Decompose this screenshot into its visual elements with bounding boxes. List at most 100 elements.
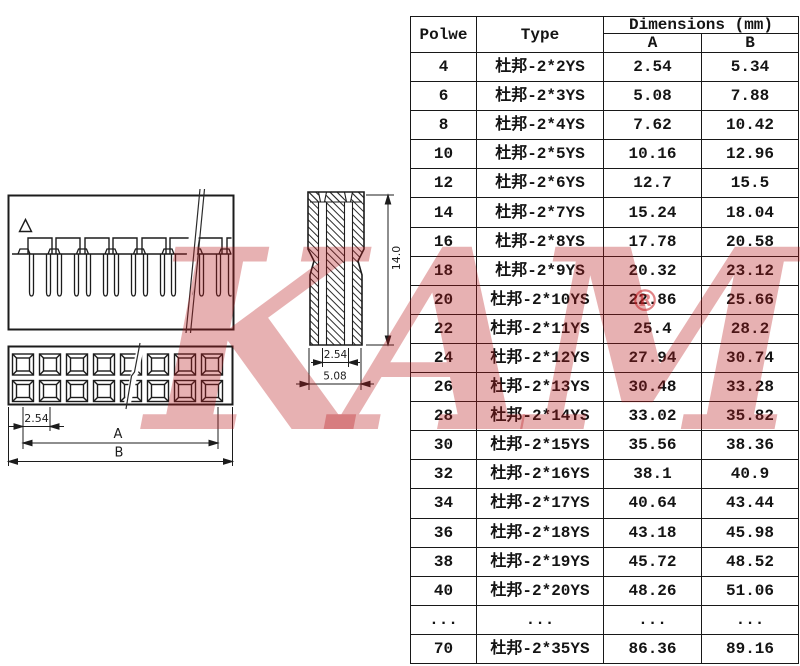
dim-section-width-label: 5.08 [323,371,346,383]
cell-dim-b: 7.88 [701,81,799,112]
cell-pole: 40 [410,575,477,606]
table-row: 36 杜邦-2*18YS 43.18 45.98 [410,517,799,548]
cell-dim-b: 38.36 [701,430,799,461]
table-row: 16 杜邦-2*8YS 17.78 20.58 [410,226,799,257]
cell-pole: 14 [410,197,477,228]
cell-dim-a: 35.56 [603,430,702,461]
cell-dim-a: 40.64 [603,488,702,519]
cell-dim-b: 20.58 [701,226,799,257]
cell-dim-b: 48.52 [701,546,799,577]
cell-dim-a: 48.26 [603,575,702,606]
cell-pole: 38 [410,546,477,577]
cell-dim-a: 33.02 [603,401,702,432]
table-row: 6 杜邦-2*3YS 5.08 7.88 [410,81,799,112]
cell-pole: 36 [410,517,477,548]
dimension-b: B [6,407,235,466]
cell-type: 杜邦-2*18YS [476,517,604,548]
pitch-label: 2.54 [24,412,49,425]
cell-dim-a: 45.72 [603,546,702,577]
cell-dim-b: 25.66 [701,284,799,315]
cell-type: 杜邦-2*12YS [476,342,604,374]
table-row: 12 杜邦-2*6YS 12.7 15.5 [410,168,799,199]
cell-type: 杜邦-2*16YS [476,459,604,490]
cell-dim-a: 17.78 [603,226,702,257]
dim-section-pitch-label: 2.54 [324,349,348,361]
header-dimensions: Dimensions (mm) [603,16,799,34]
cell-type: 杜邦-2*13YS [476,372,604,403]
cell-dim-a: 2.54 [603,51,702,83]
table-row: 4 杜邦-2*2YS 2.54 5.34 [410,51,799,83]
cell-dim-a: 38.1 [603,459,702,490]
dim-height-label: 14.0 [390,246,403,271]
cell-type: 杜邦-2*5YS [476,139,604,170]
table-row: 40 杜邦-2*20YS 48.26 51.06 [410,575,799,606]
cell-type: ... [476,604,604,635]
table-row: 20 杜邦-2*10YS 22.86 25.66 [410,284,799,315]
header-type: Type [476,16,604,53]
cell-dim-b: 10.42 [701,110,799,141]
cell-pole: 18 [410,255,477,286]
cell-type: 杜邦-2*6YS [476,168,604,199]
table-row: 8 杜邦-2*4YS 7.62 10.42 [410,110,799,141]
drawing-housing-latch-view [7,188,235,334]
table-row: 38 杜邦-2*19YS 45.72 48.52 [410,546,799,577]
table-row: 70 杜邦-2*35YS 86.36 89.16 [410,633,799,664]
cell-dim-b: 89.16 [701,633,799,664]
cell-dim-a: 43.18 [603,517,702,548]
cell-pole: 32 [410,459,477,490]
cell-type: 杜邦-2*8YS [476,226,604,257]
cell-dim-b: 12.96 [701,139,799,170]
technical-drawings: 2.54 A B [6,188,403,466]
cell-pole: 28 [410,401,477,432]
cell-dim-b: 40.9 [701,459,799,490]
table-row: 28 杜邦-2*14YS 33.02 35.82 [410,401,799,432]
cell-pole: 16 [410,226,477,257]
table-row: 10 杜邦-2*5YS 10.16 12.96 [410,139,799,170]
table-row: 14 杜邦-2*7YS 15.24 18.04 [410,197,799,228]
cell-type: 杜邦-2*4YS [476,110,604,141]
dimensions-table-wrap: Polwe Type Dimensions (mm) A B 4 杜邦-2*2Y… [410,16,799,664]
table-row: 30 杜邦-2*15YS 35.56 38.36 [410,430,799,461]
cell-type: 杜邦-2*35YS [476,633,604,664]
cell-pole: 24 [410,342,477,374]
dimension-section-width: 5.08 [296,348,374,390]
dim-b-label: B [115,446,124,461]
cell-pole: 20 [410,284,477,315]
table-row: 24 杜邦-2*12YS 27.94 30.74 [410,342,799,374]
cell-dim-a: 15.24 [603,197,702,228]
cell-pole: 22 [410,313,477,344]
cell-pole: 8 [410,110,477,141]
header-col-a: A [603,33,702,53]
index-triangle-marker [18,217,33,233]
dimension-section-pitch: 2.54 [311,348,360,367]
dim-a-label: A [114,427,123,442]
cell-pole: 70 [410,633,477,664]
drawing-section-view: 14.0 2.54 5.08 [296,191,403,390]
cell-dim-b: 5.34 [701,51,799,83]
cell-dim-a: 27.94 [603,342,702,374]
cell-dim-b: ... [701,604,799,635]
cell-dim-a: 10.16 [603,139,702,170]
cell-dim-b: 18.04 [701,197,799,228]
cell-dim-b: 45.98 [701,517,799,548]
cell-dim-b: 28.2 [701,313,799,344]
cell-dim-a: 7.62 [603,110,702,141]
cell-pole: 10 [410,139,477,170]
cell-dim-a: ... [603,604,702,635]
cell-dim-a: 5.08 [603,81,702,112]
cell-dim-b: 23.12 [701,255,799,286]
cell-type: 杜邦-2*7YS [476,197,604,228]
cell-dim-b: 30.74 [701,342,799,374]
dimension-a: A [21,407,220,449]
cell-dim-b: 35.82 [701,401,799,432]
cell-type: 杜邦-2*9YS [476,255,604,286]
cell-dim-b: 33.28 [701,372,799,403]
cell-dim-b: 15.5 [701,168,799,199]
break-lines [185,188,206,334]
break-line [125,342,141,410]
cell-dim-a: 30.48 [603,372,702,403]
cell-dim-a: 12.7 [603,168,702,199]
cell-type: 杜邦-2*11YS [476,313,604,344]
cell-pole: 34 [410,488,477,519]
